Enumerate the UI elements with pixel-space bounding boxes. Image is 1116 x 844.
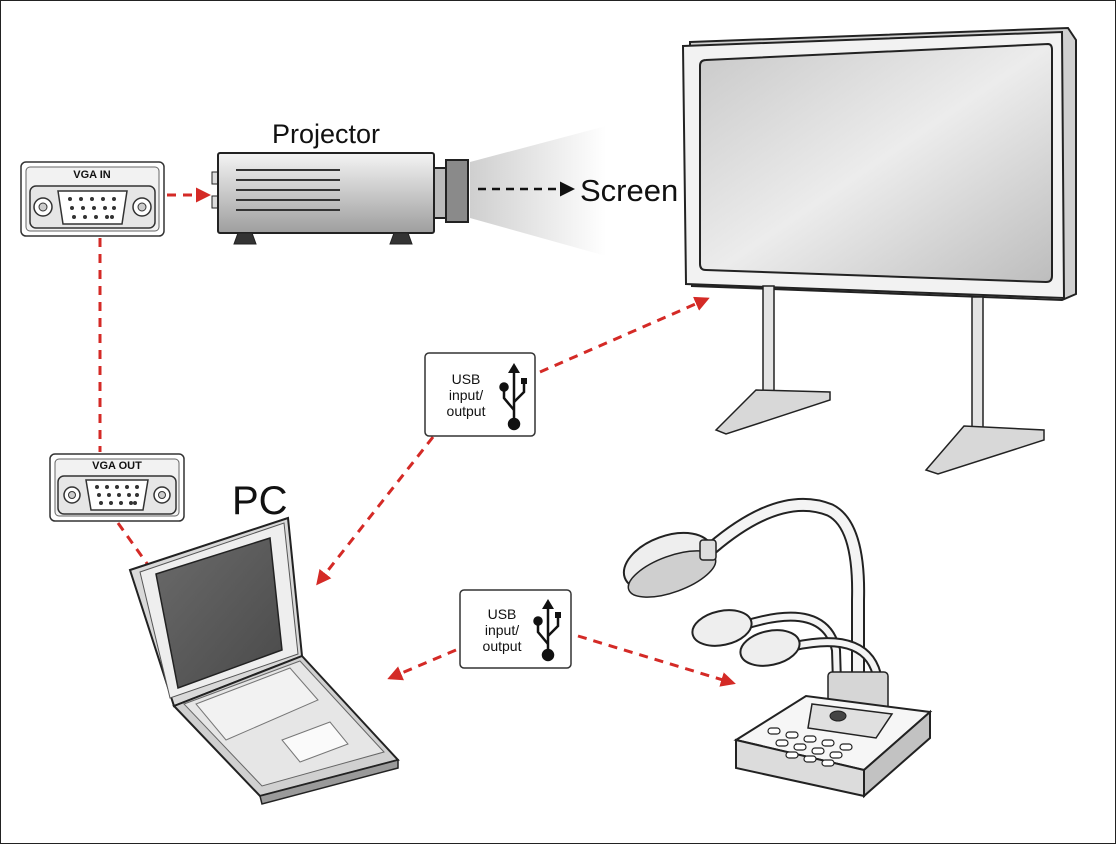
vga-connector-icon: [29, 185, 156, 229]
usb-to-pc-arrow-2: [387, 648, 457, 681]
usb-symbol-icon: [533, 599, 561, 662]
usb-badge-line: input/: [485, 622, 519, 638]
pc-label: PC: [232, 479, 288, 523]
vga-out-label: VGA OUT: [92, 460, 142, 472]
vga-out-to-pc-line: [116, 522, 150, 566]
usb-badge-lower: USB input/ output: [459, 589, 572, 669]
connection-lines: [98, 187, 736, 687]
vga-out-connector: VGA OUT: [49, 453, 185, 522]
usb-badge-upper: USB input/ output: [424, 352, 536, 437]
projector-label: Projector: [272, 119, 380, 149]
document-camera-icon: [622, 497, 933, 799]
usb-badge-line: USB: [488, 606, 517, 622]
usb-symbol-icon: [499, 363, 527, 431]
usb-badge-line: output: [447, 403, 486, 419]
usb-to-whiteboard-arrow: [539, 296, 710, 374]
usb-badge-line: input/: [449, 387, 483, 403]
vga-in-connector: VGA IN: [20, 161, 165, 237]
interactive-whiteboard-icon: [681, 26, 1077, 475]
usb-badge-line: output: [483, 638, 522, 654]
vga-connector-icon: [57, 475, 177, 515]
usb-badge-line: USB: [452, 371, 481, 387]
projector-icon: [211, 126, 606, 256]
vga-in-label: VGA IN: [73, 169, 111, 181]
screen-label: Screen: [580, 173, 678, 208]
usb-to-camera-arrow: [577, 634, 736, 687]
laptop-icon: [128, 516, 400, 805]
usb-to-pc-arrow: [316, 436, 435, 586]
